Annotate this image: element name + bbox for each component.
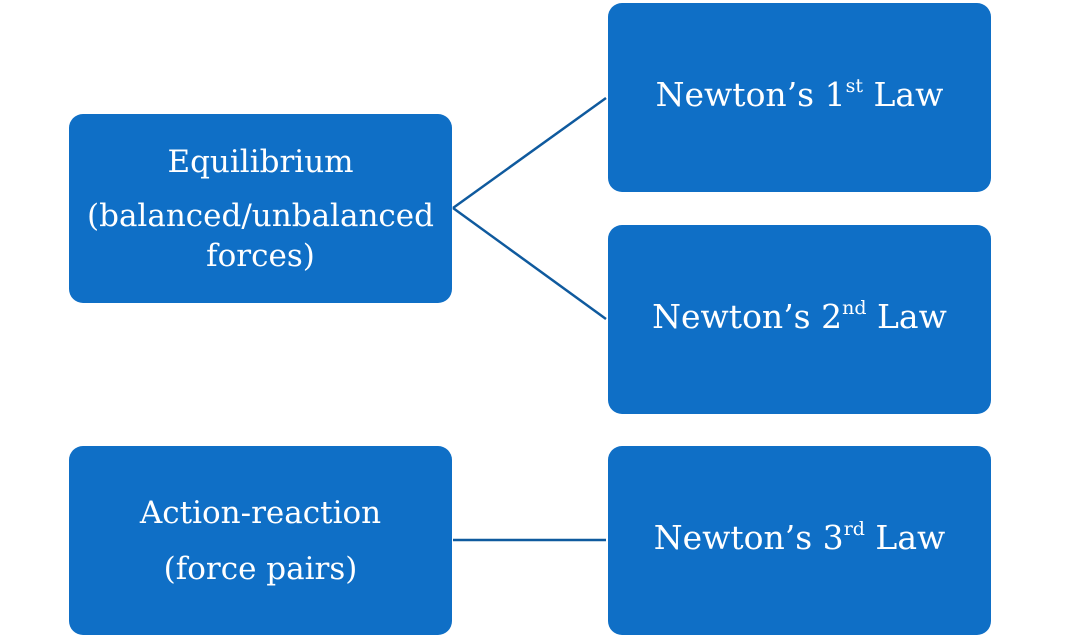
node-equilibrium: Equilibrium (balanced/unbalanced forces)	[69, 114, 452, 303]
connector-equilibrium-to-law2	[452, 206, 607, 321]
node-law2-label: Newton’s 2nd Law	[652, 297, 947, 342]
node-law1-suffix: Law	[863, 75, 944, 114]
node-law3-prefix: Newton’s 3	[653, 518, 844, 557]
node-equilibrium-line3: forces)	[206, 237, 315, 274]
node-law3-label: Newton’s 3rd Law	[654, 518, 946, 563]
node-law2-ordinal: nd	[842, 297, 867, 319]
node-newtons-1st-law: Newton’s 1st Law	[608, 3, 991, 192]
node-equilibrium-line2: (balanced/unbalanced	[87, 197, 434, 234]
node-law1-prefix: Newton’s 1	[655, 75, 846, 114]
node-law2-prefix: Newton’s 2	[652, 297, 843, 336]
node-law2-suffix: Law	[866, 297, 947, 336]
node-newtons-3rd-law: Newton’s 3rd Law	[608, 446, 991, 635]
node-law1-label: Newton’s 1st Law	[656, 75, 944, 120]
node-newtons-2nd-law: Newton’s 2nd Law	[608, 225, 991, 414]
node-law3-suffix: Law	[864, 518, 946, 557]
node-law3-ordinal: rd	[843, 518, 865, 540]
connector-equilibrium-to-law1	[452, 96, 607, 210]
node-law1-ordinal: st	[845, 75, 863, 97]
node-action-reaction-line2: (force pairs)	[163, 550, 358, 587]
node-equilibrium-title: Equilibrium	[167, 143, 354, 180]
node-action-reaction-title: Action-reaction	[139, 494, 382, 531]
node-action-reaction: Action-reaction (force pairs)	[69, 446, 452, 635]
